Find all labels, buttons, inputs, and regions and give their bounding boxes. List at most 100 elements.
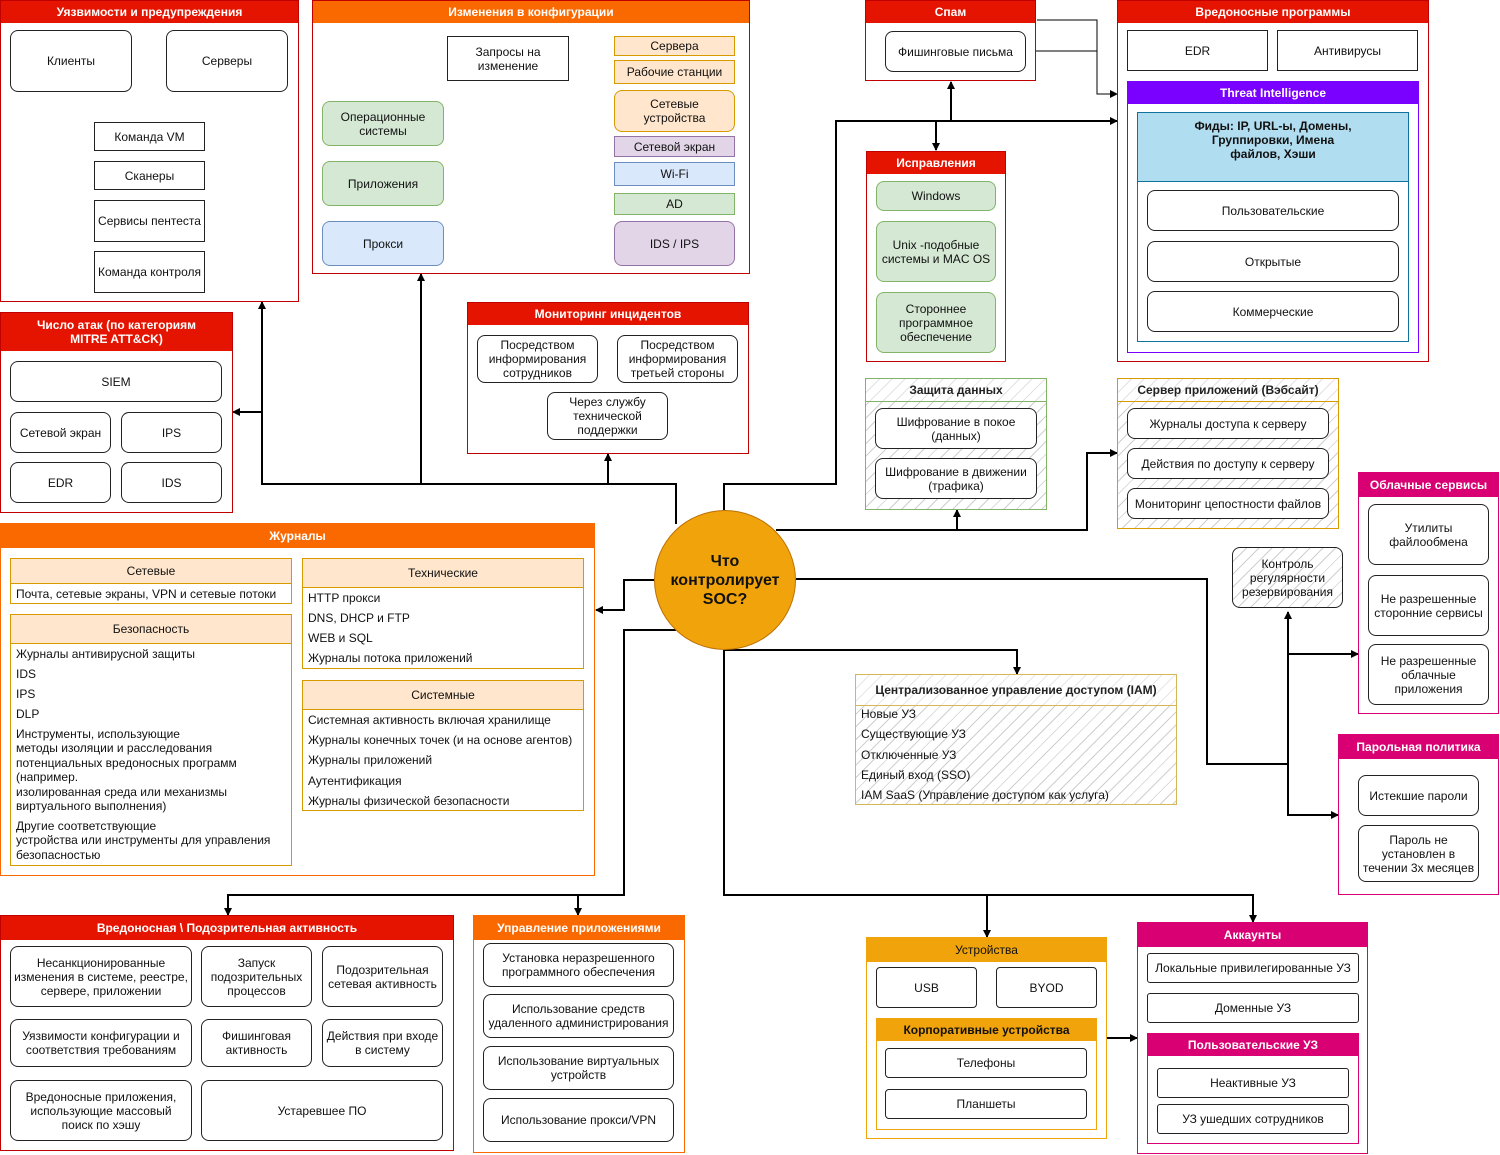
system-log-line: Системная активность включая хранилище [308,713,551,727]
former-employee-accounts-node: УЗ ушедших сотрудников [1157,1104,1349,1134]
antivirus-node: Антивирусы [1277,30,1418,71]
unauthorized-third-party-node: Не разрешенные сторонние сервисы [1368,575,1489,636]
file-sharing-node: Утилиты файлообмена [1368,504,1489,565]
attack-count-title: Число атак (по категориям MITRE ATT&CK) [1,313,232,351]
pentest-services-node: Сервисы пентеста [94,200,205,242]
iam-title: Централизованное управление доступом (IA… [856,675,1176,706]
patches-title: Исправления [867,152,1005,174]
change-requests-node: Запросы на изменение [447,36,569,81]
vulnerabilities-title: Уязвимости и предупреждения [1,1,298,23]
app-management-title: Управление приложениями [474,916,684,940]
suspicious-processes-node: Запуск подозрительных процессов [201,946,312,1007]
security-log-line: Инструменты, использующие [16,727,180,741]
tablets-node: Планшеты [885,1089,1087,1119]
devices-title: Устройства [867,938,1106,962]
suspicious-network-node: Подозрительная сетевая активность [322,946,443,1007]
usb-node: USB [876,967,977,1008]
security-logs-box [10,614,292,866]
password-not-set-node: Пароль не установлен в течении 3х месяце… [1358,825,1479,882]
iam-panel: Централизованное управление доступом (IA… [855,674,1177,805]
center-circle: Что контролирует SOC? [654,510,796,650]
backup-control-node: Контроль регулярности резервирования [1232,547,1343,608]
technical-log-line: HTTP прокси [308,591,381,605]
proxy-vpn-node: Использование прокси/VPN [483,1098,674,1142]
login-actions-node: Действия при входе в систему [322,1019,443,1067]
incident-monitoring-title: Мониторинг инцидентов [468,303,748,325]
security-log-line: IDS [16,667,37,681]
servers-node: Серверы [166,30,288,92]
security-log-line: устройства или инструменты для управлени… [16,833,271,847]
unix-macos-node: Unix -подобные системы и MAC OS [876,221,996,282]
byod-node: BYOD [996,967,1097,1008]
third-party-reporting-node: Посредством информирования третьей сторо… [617,335,738,383]
system-log-line: Аутентификация [308,774,402,788]
remote-admin-node: Использование средств удаленного админис… [483,994,674,1038]
scanners-node: Сканеры [94,161,205,190]
servers-target: Сервера [614,36,735,56]
wifi-target: Wi-Fi [614,162,735,186]
data-protection-title: Защита данных [866,379,1046,402]
spam-title: Спам [866,1,1035,23]
iam-line: IAM SaaS (Управление доступом как услуга… [861,788,1109,802]
hash-search-malware-node: Вредоносные приложения, использующие мас… [10,1080,192,1141]
file-integrity-node: Мониторинг цепостности файлов [1127,488,1329,519]
unauthorized-changes-node: Несанкционированные изменения в системе,… [10,946,192,1007]
helpdesk-node: Через службу технической поддержки [547,392,668,440]
workstations-target: Рабочие станции [614,60,735,84]
phishing-emails-node: Фишинговые письма [885,31,1026,72]
phones-node: Телефоны [885,1048,1087,1078]
ti-commercial-node: Коммерческие [1147,291,1399,332]
iam-line: Единый вход (SSO) [861,768,971,782]
technical-log-line: DNS, DHCP и FTP [308,611,410,625]
security-log-line: Журналы антивирусной защиты [16,647,195,661]
unauthorized-install-node: Установка неразрешенного программного об… [483,943,674,987]
ti-custom-node: Пользовательские [1147,190,1399,231]
technical-logs-head: Технические [302,558,584,588]
virtual-devices-node: Использование виртуальных устройств [483,1046,674,1090]
outdated-software-node: Устаревшее ПО [201,1080,443,1141]
security-log-line: (например. [16,770,79,784]
security-log-line: Другие соответствующие [16,819,157,833]
attack-ids-node: IDS [121,462,222,503]
config-changes-title: Изменения в конфигурации [313,1,749,23]
edr-node: EDR [1127,30,1268,71]
system-logs-head: Системные [302,680,584,710]
threat-intelligence-title: Threat Intelligence [1128,82,1418,104]
ids-ips-target: IDS / IPS [614,221,735,266]
ad-target: AD [614,193,735,215]
app-server-title: Сервер приложений (Вэбсайт) [1118,379,1338,402]
technical-log-line: WEB и SQL [308,631,373,645]
cloud-services-title: Облачные сервисы [1359,473,1498,497]
ti-open-node: Открытые [1147,241,1399,282]
security-log-line: изолированная среда или механизмы [16,785,227,799]
server-access-logs-node: Журналы доступа к серверу [1127,408,1329,439]
employee-reporting-node: Посредством информирования сотрудников [477,335,598,383]
corporate-devices-title: Корпоративные устройства [877,1019,1096,1041]
iam-line: Существующие УЗ [861,727,966,741]
local-privileged-node: Локальные привилегированные УЗ [1147,953,1359,983]
security-log-line: методы изоляции и расследования [16,741,213,755]
server-access-actions-node: Действия по доступу к серверу [1127,448,1329,479]
siem-node: SIEM [10,361,222,402]
iam-line: Новые УЗ [861,707,916,721]
feeds-box: Фиды: IP, URL-ы, Домены, Группировки, Им… [1137,112,1409,182]
firewall-target: Сетевой экран [614,136,735,157]
security-log-line: IPS [16,687,36,701]
expired-passwords-node: Истекшие пароли [1358,775,1479,816]
network-logs-line: Почта, сетевые экраны, VPN и сетевые пот… [16,587,277,601]
inactive-accounts-node: Неактивные УЗ [1157,1068,1349,1098]
password-policy-title: Парольная политика [1339,735,1498,759]
control-team-node: Команда контроля [94,251,205,293]
vm-team-node: Команда VM [94,122,205,151]
encryption-in-transit-node: Шифрование в движении (трафика) [875,458,1037,499]
security-log-line: DLP [16,707,40,721]
unauthorized-cloud-apps-node: Не разрешенные облачные приложения [1368,644,1489,705]
clients-node: Клиенты [10,30,132,92]
logs-title: Журналы [1,524,594,548]
malicious-activity-title: Вредоносная \ Подозрительная активность [1,916,453,940]
config-vulnerabilities-node: Уязвимости конфигурации и соответствия т… [10,1019,192,1067]
phishing-activity-node: Фишинговая активность [201,1019,312,1067]
network-logs-head: Сетевые [10,558,292,584]
attack-ips-node: IPS [121,412,222,453]
technical-log-line: Журналы потока приложений [308,651,473,665]
